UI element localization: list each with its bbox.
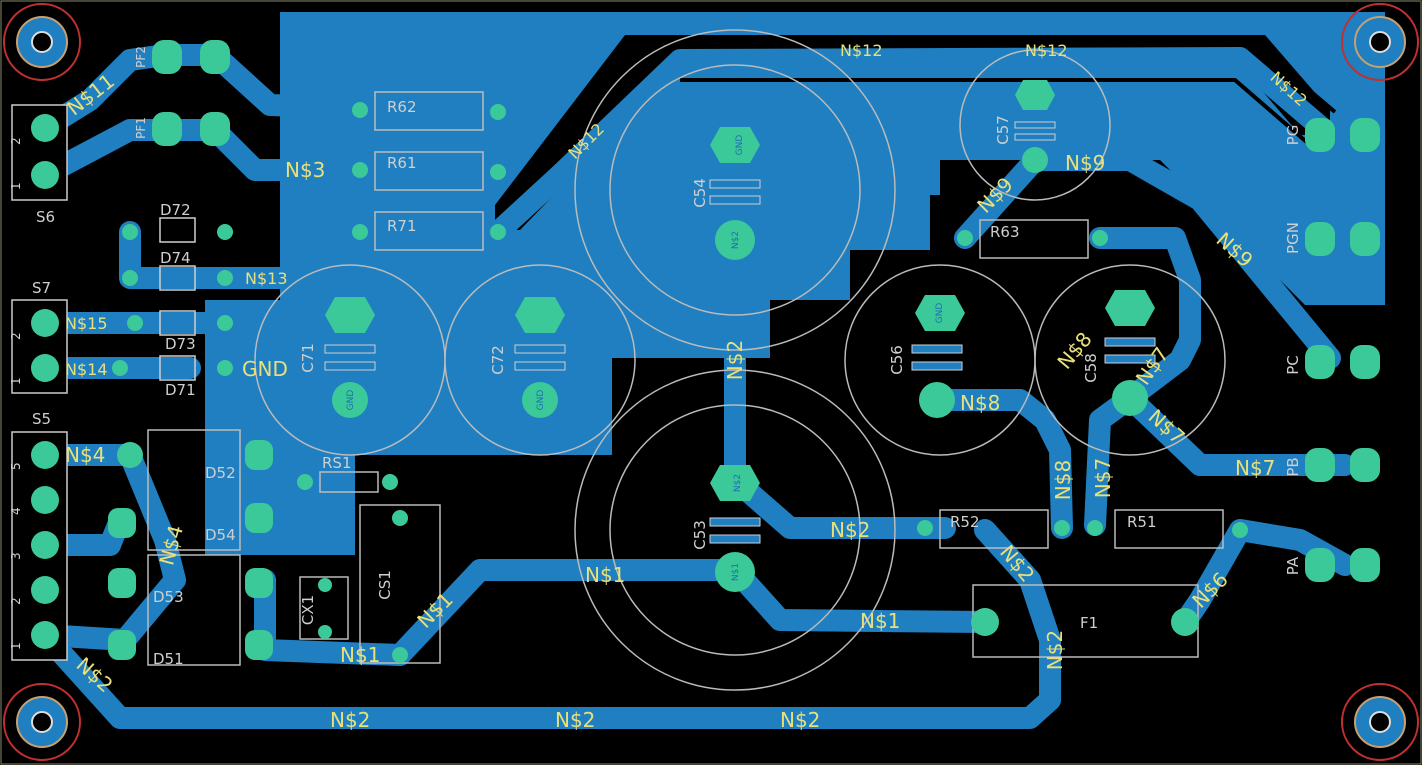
ref-cs1: CS1 — [376, 570, 394, 600]
net-label-n12-b: N$12 — [840, 41, 883, 60]
ref-d52: D52 — [205, 464, 236, 482]
s5-pin3: 3 — [9, 552, 23, 560]
net-label-n1-a: N$1 — [585, 563, 625, 587]
ref-c56: C56 — [888, 345, 906, 375]
net-label-n7-b: N$7 — [1091, 458, 1115, 498]
net-label-n13: N$13 — [245, 269, 288, 288]
ref-c53: C53 — [691, 520, 709, 550]
ref-c71: C71 — [299, 343, 317, 373]
net-label-n3: N$3 — [285, 158, 325, 182]
net-label-n2-d: N$2 — [1043, 630, 1067, 670]
net-label-n9-a: N$9 — [1065, 151, 1105, 175]
s5-pin5: 5 — [9, 462, 23, 470]
pad-tag-n2-c54: N$2 — [731, 231, 741, 249]
ref-d54: D54 — [205, 526, 236, 544]
net-label-n2-f: N$2 — [555, 708, 595, 732]
pads — [31, 40, 1380, 660]
net-label-n2-e: N$2 — [330, 708, 370, 732]
ref-pf1: PF1 — [134, 117, 148, 139]
ref-r62: R62 — [387, 98, 417, 116]
net-label-n1-c: N$1 — [340, 643, 380, 667]
net-label-n4-a: N$4 — [65, 443, 105, 467]
ref-d73: D73 — [165, 335, 196, 353]
ref-c58: C58 — [1082, 353, 1100, 383]
ref-c57: C57 — [994, 115, 1012, 145]
ref-pg: PG — [1284, 125, 1302, 146]
net-label-n7-a: N$7 — [1235, 456, 1275, 480]
ref-s5: S5 — [32, 410, 51, 428]
ref-pc: PC — [1284, 355, 1302, 375]
net-label-n8-a: N$8 — [960, 391, 1000, 415]
s5-pin1: 1 — [9, 642, 23, 650]
ref-c54: C54 — [691, 178, 709, 208]
copper-pour — [205, 12, 1385, 555]
ref-d74: D74 — [160, 249, 191, 267]
s5-pin2: 2 — [9, 597, 23, 605]
net-label-n15: N$15 — [65, 314, 108, 333]
ref-d51: D51 — [153, 650, 184, 668]
net-label-n8-b: N$8 — [1051, 460, 1075, 500]
pad-tag-gnd-c54: GND — [735, 135, 745, 156]
s6-pin1: 1 — [9, 182, 23, 190]
net-label-n14: N$14 — [65, 360, 108, 379]
s7-pin1: 1 — [9, 377, 23, 385]
s5-pin4: 4 — [9, 507, 23, 515]
ref-s7: S7 — [32, 279, 51, 297]
net-label-n1-b: N$1 — [860, 609, 900, 633]
cap-outlines — [254, 29, 1226, 691]
ref-r52: R52 — [950, 513, 980, 531]
ref-r63: R63 — [990, 223, 1020, 241]
pad-tag-gnd-c71: GND — [346, 390, 356, 411]
ref-r51: R51 — [1127, 513, 1157, 531]
pad-net-tags: GND N$2 N$2 N$1 GND GND GND — [346, 135, 945, 581]
ref-s6: S6 — [36, 208, 55, 226]
net-label-n12-c: N$12 — [1025, 41, 1068, 60]
ref-designators: S6 S7 S5 2 1 2 1 5 4 3 2 1 D72 D74 D73 D… — [9, 46, 1302, 668]
ref-pb: PB — [1284, 457, 1302, 476]
ref-d72: D72 — [160, 201, 191, 219]
ref-r61: R61 — [387, 154, 417, 172]
ref-pgn: PGN — [1284, 222, 1302, 254]
ref-cx1: CX1 — [299, 595, 317, 625]
ref-f1: F1 — [1080, 614, 1098, 632]
s7-pin2: 2 — [9, 332, 23, 340]
net-label-n2-b: N$2 — [830, 518, 870, 542]
pad-tag-n2-c53: N$2 — [733, 474, 743, 492]
ref-c72: C72 — [489, 345, 507, 375]
pad-tag-gnd-c72: GND — [536, 390, 546, 411]
net-label-gnd: GND — [242, 357, 288, 381]
ref-d53: D53 — [153, 588, 184, 606]
pad-tag-gnd-c56: GND — [935, 303, 945, 324]
ref-pf2: PF2 — [134, 46, 148, 68]
ref-r71: R71 — [387, 217, 417, 235]
pad-tag-n1-c53: N$1 — [731, 563, 741, 581]
net-label-n2-a: N$2 — [723, 340, 747, 380]
net-label-n2-g: N$2 — [780, 708, 820, 732]
ref-rs1: RS1 — [322, 454, 352, 472]
s6-pin2: 2 — [9, 137, 23, 145]
ref-d71: D71 — [165, 381, 196, 399]
mounting-holes — [3, 3, 1419, 761]
ref-pa: PA — [1284, 556, 1302, 575]
